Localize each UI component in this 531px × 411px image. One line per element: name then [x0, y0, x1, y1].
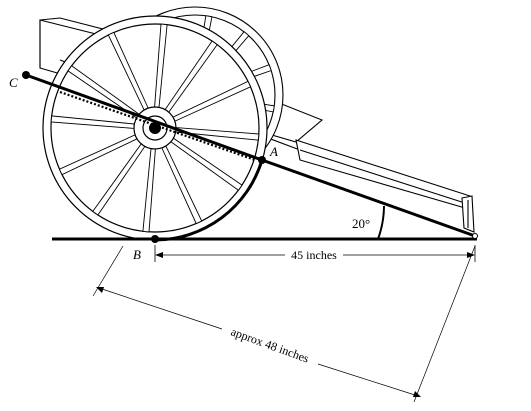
base-dimension-label: 45 inches: [291, 248, 337, 262]
cart-shafts: [295, 139, 475, 233]
angle-arc: [377, 205, 385, 240]
angle-label: 20°: [352, 216, 370, 231]
front-wheel: [42, 15, 268, 241]
point-c: [22, 71, 30, 79]
point-b: [151, 235, 159, 243]
base-dimension: 45 inches: [154, 245, 476, 262]
label-c: C: [9, 75, 18, 90]
label-a: A: [269, 144, 278, 159]
ramp-line: [261, 158, 476, 238]
ramp-end-point: [472, 233, 478, 239]
slant-dimension: approx 48 inches: [92, 245, 476, 403]
label-b: B: [133, 247, 141, 262]
axle-line: [25, 73, 263, 162]
slant-dimension-label: approx 48 inches: [229, 324, 311, 365]
point-a: [258, 156, 266, 164]
